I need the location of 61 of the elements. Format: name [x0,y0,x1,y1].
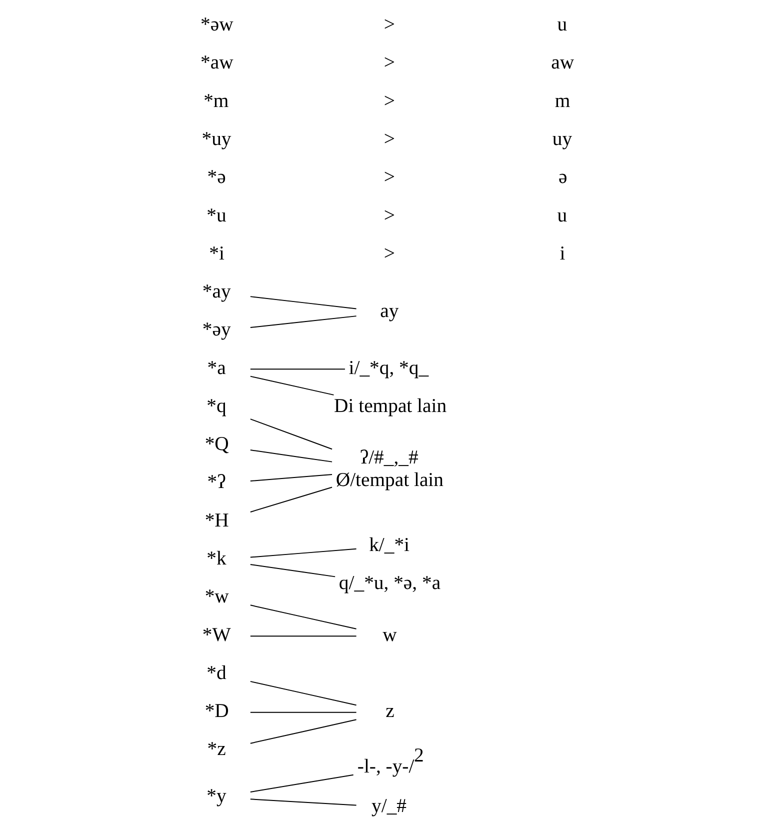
node-text: *H [204,509,228,532]
connector [249,376,334,396]
label: m [554,90,570,112]
label: > [383,204,394,226]
label: > [383,90,394,112]
node-text: *y [206,784,226,807]
label: uy [552,128,572,150]
node-text: *z [206,738,226,760]
node-text: *D [204,700,228,722]
connector [249,368,345,370]
node-text: *əy [202,318,230,341]
label: *uy [201,128,231,150]
label: > [383,166,394,188]
node-text: ʔ/#_,_# Ø/tempat lain [335,446,443,491]
label: *aw [200,52,233,74]
node-text: *W [202,624,230,646]
label: > [383,52,394,74]
label: u [556,204,567,226]
connector [249,486,332,512]
label: ə [558,166,567,188]
connector [249,296,356,310]
connector [249,712,356,713]
connector [249,418,332,450]
connector [249,798,356,806]
label: *m [203,90,228,112]
node-text: *w [204,586,228,608]
connector [249,604,356,630]
node-text: *q [206,394,226,417]
label: > [383,128,394,150]
connector [249,564,336,578]
node-text: *k [206,548,226,570]
connector [249,774,354,792]
node-text: k/_*i [368,534,410,556]
connector [249,450,332,462]
connector [249,548,356,558]
node-text: q/_*u, *ə, *a [338,572,440,594]
node-text: *a [206,356,226,379]
label: > [383,242,394,264]
label: u [556,14,567,36]
node-text: *d [206,662,226,684]
node-text: z [385,700,394,722]
node-text: *ay [202,280,230,303]
connector [249,316,356,328]
node-text: ay [380,300,398,322]
node-text: Di tempat lain [334,394,446,417]
label: i [559,242,565,264]
node-text: *Q [204,433,228,456]
connector [249,680,356,706]
label: *əw [200,14,233,36]
node-text: w [382,624,396,646]
label: *u [206,204,226,226]
connector [249,636,356,637]
node-text: i/_*q, *q_ [348,356,428,379]
label: aw [550,52,574,74]
connector [249,474,332,482]
node-text: y/_# [371,794,406,817]
label: *ə [206,166,226,188]
label: *i [208,242,224,264]
label: > [383,14,394,36]
node-text: *ʔ [206,471,226,494]
connector [249,719,356,744]
